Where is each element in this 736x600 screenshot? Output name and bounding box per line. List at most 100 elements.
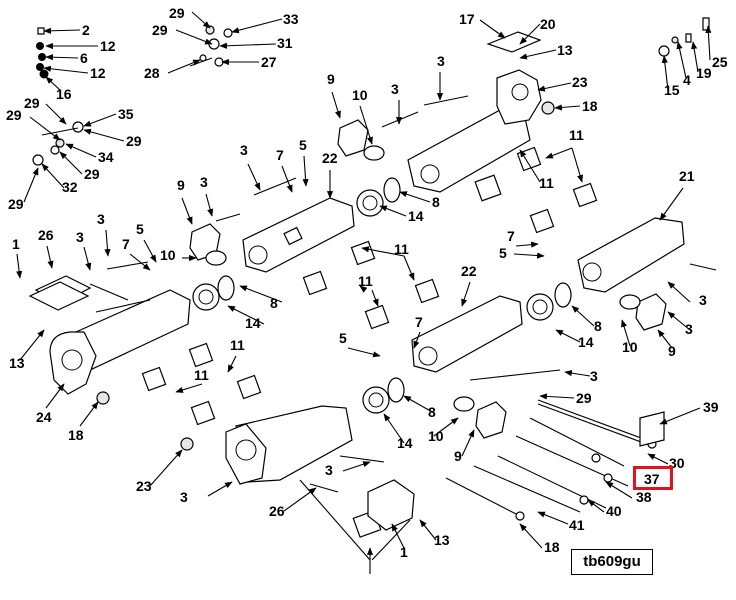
callout-22: 22 [461, 263, 477, 279]
leader-arrow [537, 511, 569, 525]
callout-11: 11 [194, 367, 209, 383]
callout-14: 14 [578, 334, 594, 350]
leader-arrow [647, 453, 669, 465]
callout-33: 33 [283, 11, 299, 27]
callout-13: 13 [9, 355, 25, 371]
leader-arrow [705, 25, 712, 61]
callout-26: 1 [400, 544, 408, 560]
leader-arrow [359, 285, 368, 293]
callout-3: 3 [590, 368, 598, 384]
callout-29: 29 [576, 390, 592, 406]
leader-arrow [181, 197, 193, 225]
leader-arrow [104, 229, 111, 257]
callout-3: 3 [437, 53, 445, 69]
callout-14: 14 [408, 208, 424, 224]
leader-arrow [175, 383, 203, 393]
leader-arrow [659, 407, 701, 425]
callout-3: 26 [269, 503, 285, 519]
leader-arrow [302, 155, 309, 187]
callout-7: 7 [122, 236, 130, 252]
callout-36-highlighted: 37 [644, 471, 660, 487]
callout-22: 22 [322, 150, 338, 166]
callout-3: 3 [699, 292, 707, 308]
flanges-and-rings [192, 177, 572, 414]
callout-29: 29 [84, 166, 100, 182]
leader-arrow [16, 253, 23, 279]
leader-arrow [247, 163, 261, 191]
leader-arrow [554, 104, 581, 111]
leader-arrow [59, 151, 83, 175]
callout-29: 29 [152, 22, 168, 38]
leader-arrow [347, 347, 381, 358]
callout-2: 2 [82, 22, 90, 38]
leader-arrow [676, 41, 687, 79]
callout-5: 5 [136, 221, 144, 237]
callout-21: 21 [679, 168, 695, 184]
manifold-upper-rear [407, 31, 542, 193]
leader-arrow [659, 187, 684, 221]
callout-10: 10 [160, 247, 176, 263]
leader-arrow [383, 413, 405, 444]
callout-19: 19 [696, 65, 712, 81]
highlight-box-36 [633, 466, 673, 490]
callout-14: 14 [397, 435, 413, 451]
callout-11: 11 [358, 273, 373, 289]
manifold-right [577, 217, 685, 293]
leader-arrow [207, 481, 233, 497]
callout-18: 23 [136, 478, 152, 494]
callout-3: 3 [685, 321, 693, 337]
leader-arrow [361, 246, 405, 257]
leader-arrow [564, 370, 591, 377]
callout-11: 11 [394, 241, 409, 257]
leader-arrow [23, 167, 39, 203]
leader-arrow [519, 523, 543, 549]
hardware-group-top-left [36, 27, 49, 79]
leader-arrow [661, 55, 669, 91]
leader-arrow [513, 252, 545, 259]
callout-9: 9 [668, 343, 676, 359]
callout-3: 3 [97, 211, 105, 227]
callout-34: 34 [98, 149, 114, 165]
callout-25: 25 [712, 54, 728, 70]
leader-arrow [433, 417, 459, 437]
leader-arrow [621, 319, 631, 347]
leader-arrow [205, 193, 214, 217]
manifold-center [411, 295, 523, 373]
leader-arrow [519, 49, 557, 60]
leader-arrow [46, 245, 54, 269]
callout-13: 13 [557, 42, 573, 58]
manifold-middle-left [242, 197, 355, 273]
gaskets [141, 146, 598, 538]
leader-arrow [43, 27, 81, 34]
leader-arrow [45, 54, 79, 61]
leader-arrow [83, 246, 92, 271]
callout-1: 13 [434, 532, 450, 548]
callout-1: 1 [12, 236, 20, 252]
callout-29: 29 [8, 196, 24, 212]
callout-7: 7 [507, 228, 515, 244]
callout-17: 17 [459, 11, 475, 27]
leader-arrow [379, 205, 407, 217]
callout-37: 38 [636, 489, 652, 505]
callout-41: 18 [544, 539, 560, 555]
leader-arrow [519, 23, 541, 45]
callout-9: 9 [327, 71, 335, 87]
callout-15: 15 [664, 82, 680, 98]
leader-arrow [219, 42, 277, 49]
manifold-lower-front [225, 405, 353, 485]
callout-14: 14 [245, 315, 261, 331]
leader-arrow [331, 91, 341, 119]
fitting-cluster-left [32, 121, 84, 166]
leader-arrow [413, 331, 421, 349]
nuts [96, 101, 555, 451]
callout-8: 8 [428, 404, 436, 420]
callout-26: 26 [38, 227, 54, 243]
leader-arrow [571, 305, 595, 327]
leader-arrow [371, 289, 379, 307]
leader-arrow [283, 487, 317, 512]
callout-8: 8 [270, 295, 278, 311]
tube-assemblies [445, 399, 665, 521]
callout-27: 27 [261, 54, 277, 70]
leader-arrow [231, 18, 283, 34]
leader-arrow [342, 461, 371, 472]
